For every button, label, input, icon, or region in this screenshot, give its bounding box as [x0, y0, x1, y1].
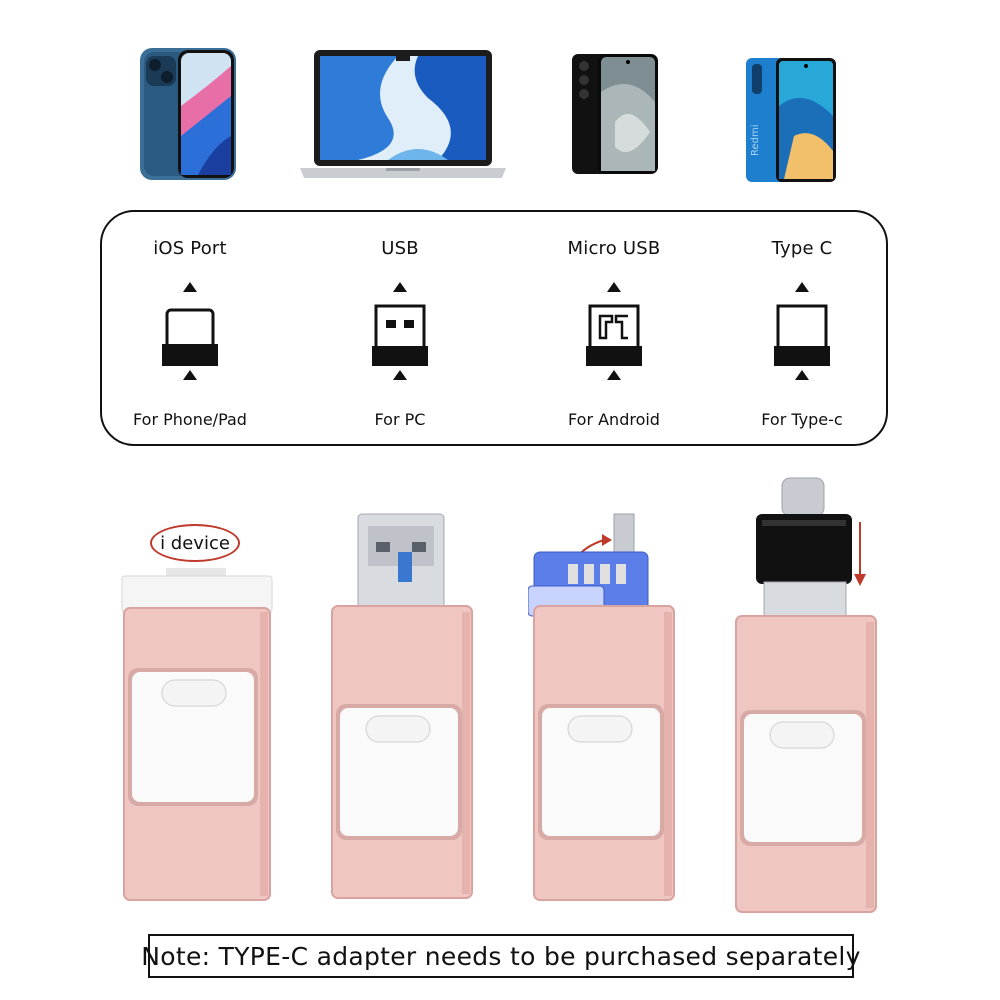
flash-drive-type-c — [732, 476, 882, 916]
flash-drive-lightning — [118, 568, 278, 904]
port-subtitle: For Android — [568, 410, 660, 429]
lightning-port-icon — [160, 276, 220, 388]
port-subtitle: For PC — [374, 410, 426, 429]
samsung-phone-image — [570, 52, 660, 176]
port-title: Type C — [771, 238, 833, 259]
port-column-type-c: Type C For Type-c — [722, 212, 882, 444]
flash-drive-usb — [328, 512, 478, 902]
port-title: USB — [381, 238, 419, 259]
micro-usb-port-icon — [584, 276, 644, 388]
laptop-image — [298, 48, 508, 180]
redmi-brand-text: Redmi — [750, 124, 761, 156]
port-column-usb: USB For PC — [320, 212, 480, 444]
port-subtitle: For Phone/Pad — [133, 410, 247, 429]
port-types-panel: iOS Port For Phone/Pad USB For PC — [100, 210, 888, 446]
port-subtitle: For Type-c — [761, 410, 843, 429]
usb-a-port-icon — [370, 276, 430, 388]
port-column-micro-usb: Micro USB For Android — [534, 212, 694, 444]
redmi-phone-image: Redmi — [744, 56, 838, 184]
type-c-port-icon — [772, 276, 832, 388]
i-device-callout: i device — [150, 524, 240, 562]
adapter-note: Note: TYPE-C adapter needs to be purchas… — [141, 934, 860, 978]
port-title: Micro USB — [567, 238, 661, 259]
port-column-ios: iOS Port For Phone/Pad — [110, 212, 270, 444]
port-title: iOS Port — [153, 238, 227, 259]
iphone-image — [138, 46, 238, 182]
flash-drive-micro-usb — [528, 512, 680, 904]
